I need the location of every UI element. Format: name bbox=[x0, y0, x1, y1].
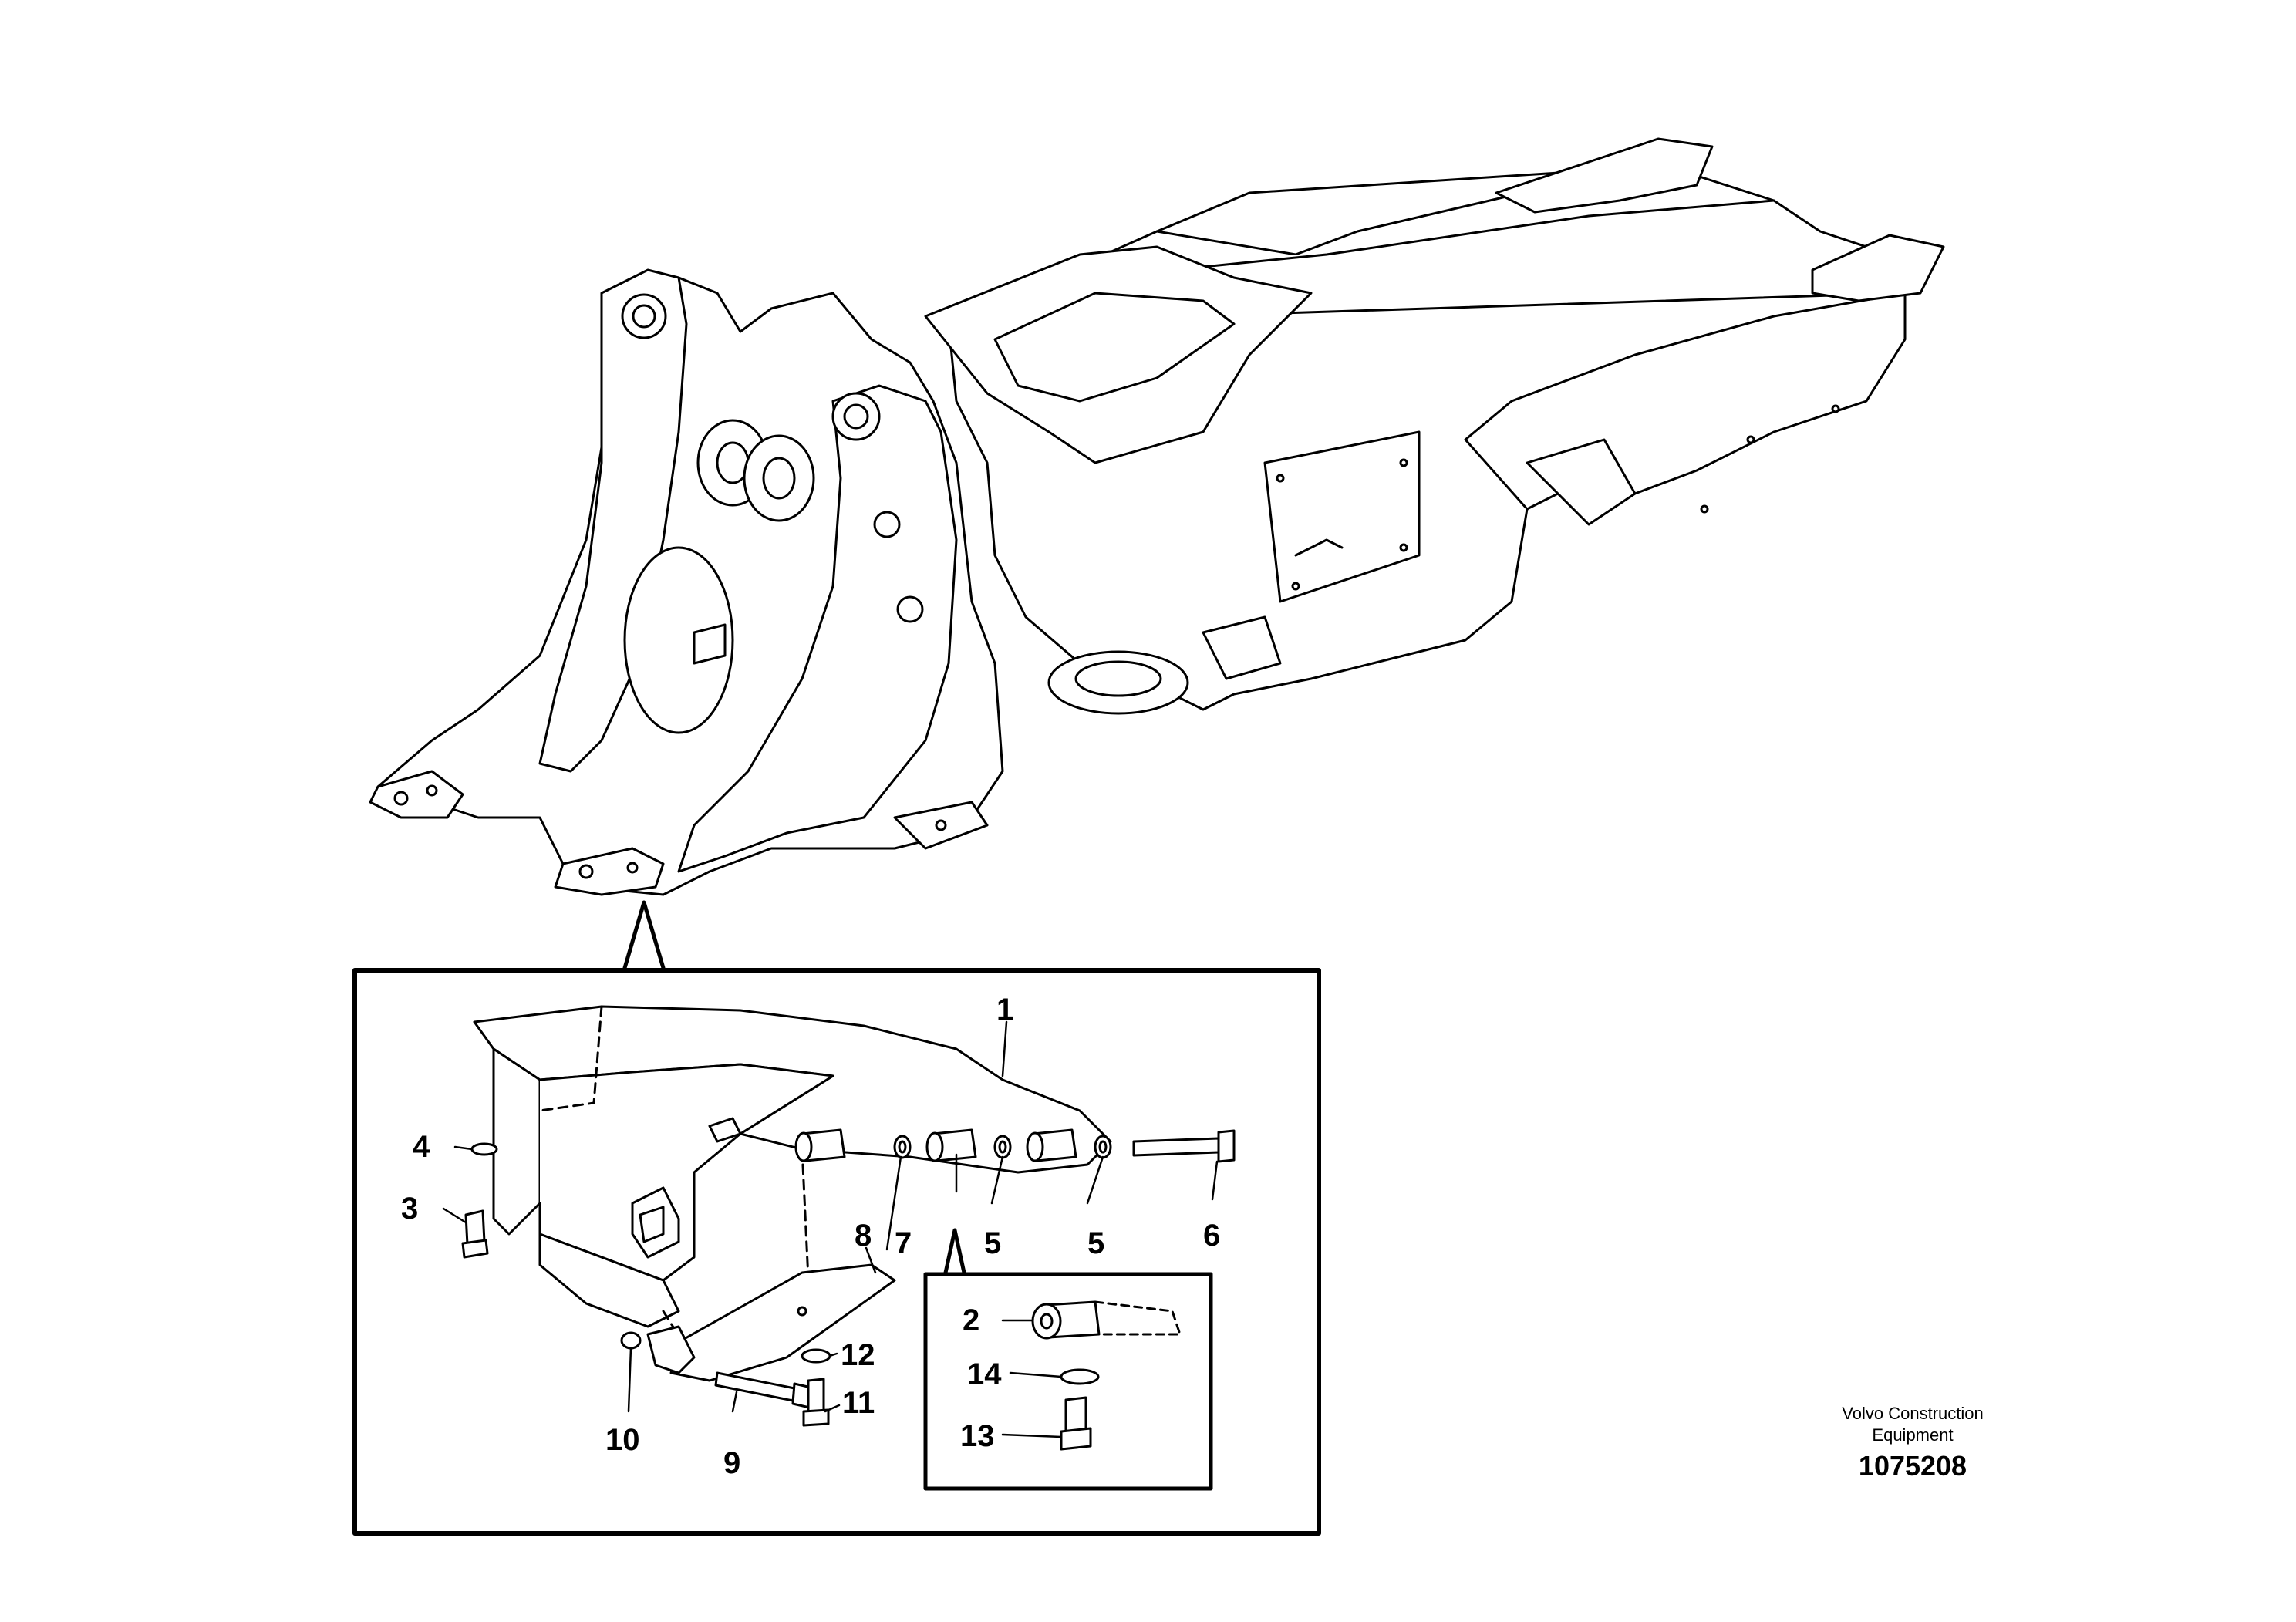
callout-12: 12 bbox=[841, 1338, 875, 1372]
inset-pointer bbox=[943, 1228, 966, 1275]
inset-exploded-view bbox=[1031, 1300, 1182, 1451]
callout-3: 3 bbox=[401, 1192, 418, 1226]
callout-10: 10 bbox=[605, 1423, 640, 1457]
manufacturer-name-line2: Equipment bbox=[1872, 1425, 1954, 1445]
rear-plate-right bbox=[1811, 234, 1945, 302]
callout-8: 8 bbox=[855, 1219, 872, 1253]
callout-2: 2 bbox=[963, 1303, 979, 1337]
callout-7: 7 bbox=[895, 1226, 912, 1260]
callout-14: 14 bbox=[967, 1357, 1002, 1391]
bushing-row bbox=[794, 1128, 1112, 1162]
side-access-panel bbox=[1263, 430, 1421, 603]
nut-10 bbox=[620, 1331, 642, 1350]
callout-4: 4 bbox=[413, 1130, 430, 1164]
bolt-13 bbox=[1064, 1396, 1087, 1435]
callout-11: 11 bbox=[842, 1386, 875, 1420]
front-frame-foot-right bbox=[554, 847, 665, 896]
illustration-number: 1075208 bbox=[1858, 1450, 1967, 1482]
bolt-9 bbox=[714, 1371, 796, 1402]
detail-exploded-view bbox=[461, 1005, 1236, 1427]
washer-14 bbox=[1060, 1368, 1100, 1385]
detail-box bbox=[352, 968, 1321, 1536]
callout-5a: 5 bbox=[984, 1226, 1001, 1260]
detail-pointer bbox=[622, 900, 666, 970]
callout-5b: 5 bbox=[1087, 1226, 1104, 1260]
washer-12 bbox=[801, 1348, 831, 1364]
left-arm-bracket bbox=[538, 268, 688, 773]
rear-plate-upper bbox=[1495, 137, 1714, 214]
callout-6: 6 bbox=[1203, 1219, 1220, 1253]
lower-plate bbox=[669, 1263, 896, 1382]
washer-4 bbox=[470, 1142, 498, 1156]
callout-1: 1 bbox=[996, 993, 1013, 1027]
long-bolt bbox=[1132, 1137, 1220, 1157]
front-frame-foot-left bbox=[369, 770, 464, 819]
callout-9: 9 bbox=[723, 1446, 740, 1480]
manufacturer-block: Volvo Construction Equipment 1075208 bbox=[1774, 1404, 2052, 1496]
callout-13: 13 bbox=[960, 1419, 995, 1453]
machine-frame-illustration bbox=[369, 137, 1945, 896]
bolt-11 bbox=[807, 1378, 825, 1415]
right-arm-bracket bbox=[677, 384, 958, 873]
leader-lines bbox=[442, 1020, 1219, 1438]
inset-box bbox=[923, 1272, 1213, 1491]
manufacturer-name: Volvo Construction bbox=[1842, 1404, 1984, 1423]
